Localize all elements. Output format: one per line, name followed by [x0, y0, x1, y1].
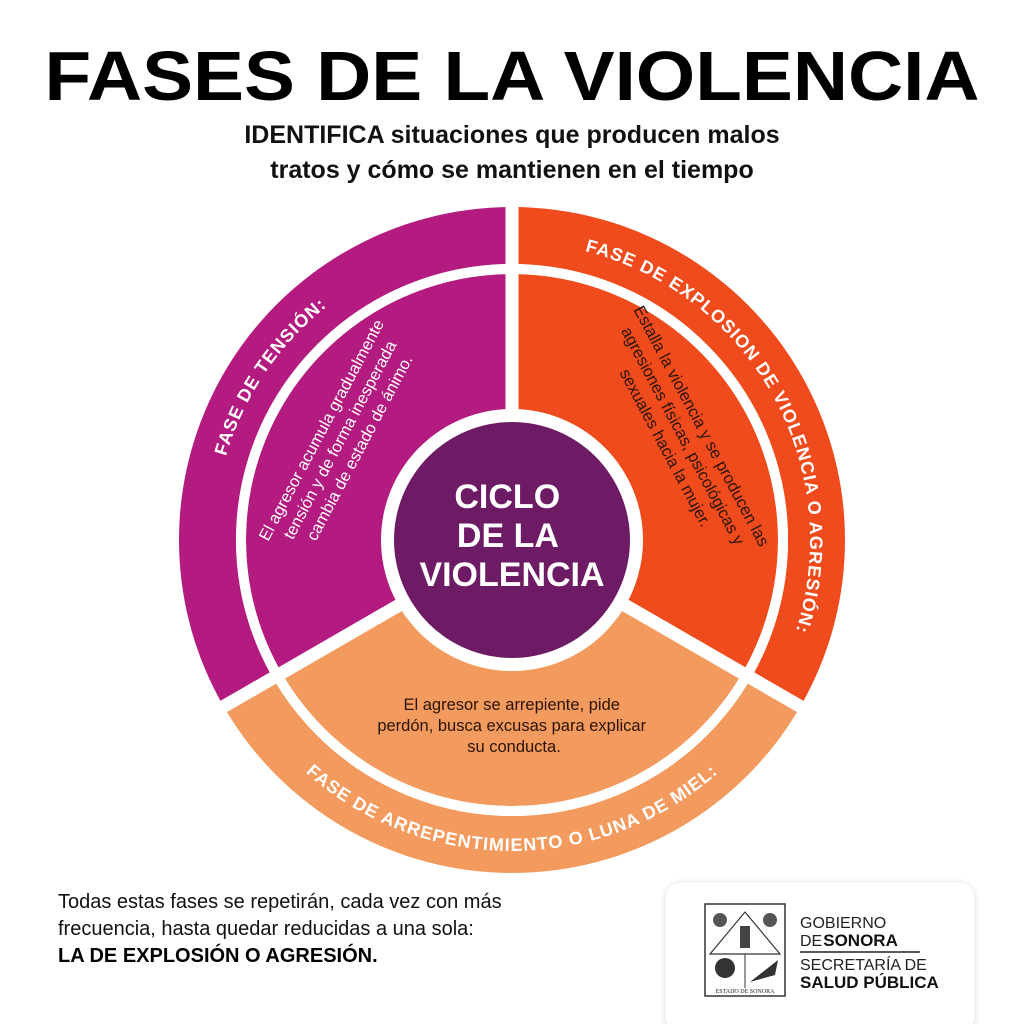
logo-de-sonora: DESONORA [800, 931, 898, 950]
page-title: FASES DE LA VIOLENCIA [45, 37, 980, 115]
logo-salud-publica: SALUD PÚBLICA [800, 973, 939, 992]
tension-inner-sector [245, 274, 512, 673]
footer-line-3: LA DE EXPLOSIÓN O AGRESIÓN. [58, 943, 378, 967]
sector-dividers [214, 200, 810, 816]
tension-outer-band [179, 207, 512, 707]
subtitle-line-1: IDENTIFICA situaciones que producen malo… [244, 121, 779, 149]
logo-gobierno: GOBIERNO [800, 915, 886, 932]
divider-line [214, 594, 412, 716]
miel-description: El agresor se arrepiente, pide perdón, b… [377, 696, 650, 756]
center-title: CICLO DE LA VIOLENCIA [419, 478, 604, 594]
svg-text:ESTADO DE SONORA: ESTADO DE SONORA [716, 989, 776, 995]
explosion-outer-band [512, 207, 845, 707]
explosion-inner-sector [512, 274, 778, 673]
subtitle-line-2: tratos y cómo se mantienen en el tiempo [270, 156, 753, 184]
ring-gap [236, 264, 788, 816]
logo-card: ESTADO DE SONORA GOBIERNO DESONORA SECRE… [664, 881, 976, 1024]
miel-outer-band [223, 678, 801, 873]
logo-secretaria: SECRETARÍA DE [800, 955, 927, 974]
footer-note: Todas estas fases se repetirán, cada vez… [58, 891, 502, 967]
miel-inner-sector [281, 604, 743, 806]
footer-line-2: frecuencia, hasta quedar reducidas a una… [58, 918, 474, 940]
divider-line [612, 594, 810, 716]
footer-line-1: Todas estas fases se repetirán, cada vez… [58, 891, 502, 913]
center-circle [394, 422, 630, 658]
cycle-wheel: FASE DE TENSIÓN: FASE DE EXPLOSION DE VI… [179, 200, 845, 873]
sonora-seal-icon: ESTADO DE SONORA [704, 903, 786, 997]
